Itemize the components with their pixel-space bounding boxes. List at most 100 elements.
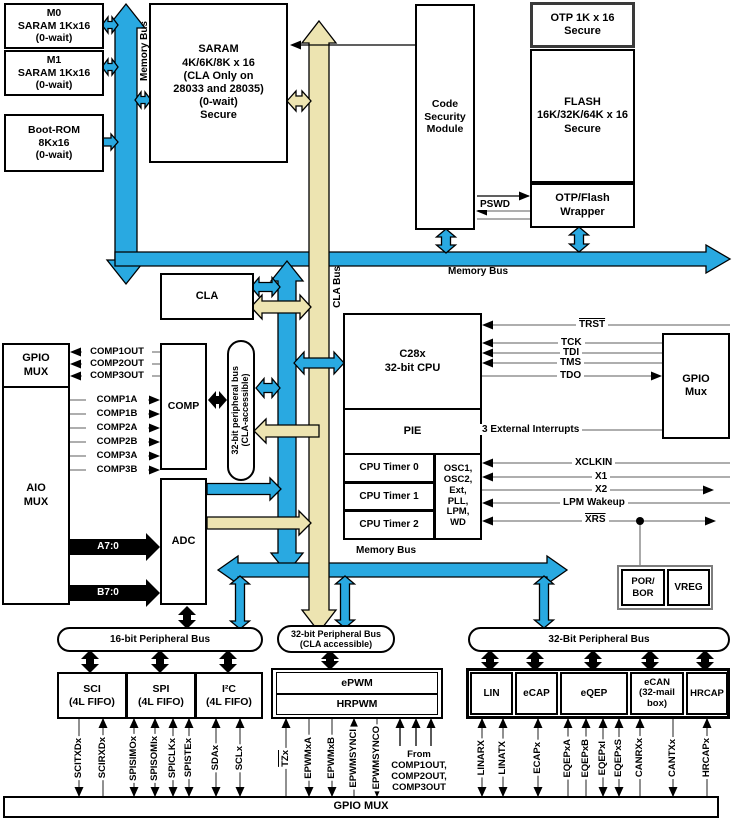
signal-arrowhead [149,451,160,461]
signal-label-wrap: SPISIMOx [126,720,142,796]
signal-label-wrap: EPWMSYNCI [346,720,362,796]
csm-saram-head [290,40,301,50]
block-gpio-mux-bottom: GPIO MUX [3,796,719,818]
signal-arrowhead [168,787,178,797]
signal-label-wrap: SCLx [232,720,248,796]
block-spi: SPI (4L FIFO) [126,672,196,719]
signal-label: EPWMxB [325,735,338,781]
a70-label: A7:0 [97,541,119,552]
cla-bus [300,19,338,634]
comp-in-label: COMP3B [86,464,148,475]
signal-arrowhead [668,787,678,797]
signal-arrowhead [533,787,543,797]
signal-arrowhead [477,718,487,728]
signal-arrowhead [150,718,160,728]
signal-arrowhead [149,437,160,447]
signal-arrowhead [70,347,81,357]
adc-clabus-arrow [206,509,312,537]
comp-in-label: COMP1A [86,394,148,405]
a70-arrow [70,533,160,561]
tms-head [482,358,493,368]
b70-arrow [70,579,160,607]
lpm-wakeup-label: LPM Wakeup [560,497,628,508]
signal-label: SPISOMIx [148,733,161,783]
memory-bus-top-label: Memory Bus [448,266,509,277]
comp-out-label: COMP1OUT [82,346,152,357]
signal-arrowhead [149,395,160,405]
wrapper-bus-arrow [567,226,591,253]
stadium-membus-arrow [255,376,281,400]
signal-label: ECAPx [531,740,544,776]
bus32-ecap-arrow [526,650,544,671]
adc-bus16-arrow [178,606,196,629]
block-m0-saram: M0 SARAM 1Kx16 (0-wait) [4,3,104,49]
tms-label: TMS [557,357,585,368]
signal-label: SCLx [233,743,246,773]
signal-label: SPISTEx [182,736,195,780]
signal-arrowhead [149,465,160,475]
signal-label-wrap: TZx [278,720,294,796]
signal-arrowhead [426,718,436,728]
signal-label: EQEPxB [579,736,592,780]
signal-arrowhead [614,718,624,728]
signal-label: CANTXx [666,736,679,779]
block-adc: ADC [160,478,207,605]
signal-label-wrap: HRCAPx [699,720,715,796]
signal-arrowhead [129,718,139,728]
saram-clabus-arrow [286,89,312,113]
tdi-head [482,348,493,358]
block-boot-rom: Boot-ROM 8Kx16 (0-wait) [4,114,104,172]
block-code-security-module: Code Security Module [415,4,475,230]
signal-arrowhead [281,718,291,728]
signal-arrowhead [70,371,81,381]
x2-head [703,485,714,495]
xrs-label: XRS [582,514,609,525]
xrs-junction-dot [636,517,644,525]
signal-label-wrap: EPWMxA [301,720,317,796]
signal-label-wrap: SPICLKx [165,720,181,796]
signal-label: SDAx [209,743,222,773]
signal-label-wrap: EPWMSYNCO [369,720,385,796]
signal-label: LINATX [496,739,509,777]
b70-label: B7:0 [97,587,119,598]
signal-arrowhead [235,787,245,797]
signal-label: EQEPxA [561,736,574,780]
signal-arrowhead [168,718,178,728]
comp-out-label: COMP3OUT [82,370,152,381]
trst-label: TRST [576,319,609,330]
block-aio-mux: AIO MUX [2,386,70,605]
signal-arrowhead [581,718,591,728]
block-vreg: VREG [667,569,710,606]
block-hrcap: HRCAP [686,672,728,715]
block-gpio-mux-left: GPIO MUX [2,343,70,388]
signal-arrowhead [211,787,221,797]
signal-arrowhead [498,787,508,797]
bus32-membus-arrow [532,575,556,629]
x1-head [482,472,493,482]
signal-arrowhead [477,787,487,797]
signal-label: EPWMSYNCI [347,726,360,790]
block-m1-saram: M1 SARAM 1Kx16 (0-wait) [4,50,104,96]
bus32cla-membus-arrow [333,575,357,629]
block-hrpwm: HRPWM [276,694,438,715]
signal-label: SCITXDx [72,735,85,781]
memory-bus-vertical-label-wrap: Memory Bus [136,8,152,94]
signal-label-wrap: SCITXDx [71,720,87,796]
signal-arrowhead [349,718,359,728]
signal-label-wrap: LINARX [474,720,490,796]
signal-label-wrap: SPISOMIx [147,720,163,796]
signal-arrowhead [598,787,608,797]
signal-label-wrap: EQEPxB [578,720,594,796]
signal-arrowhead [614,787,624,797]
block-cpu-timer2: CPU Timer 2 [343,510,435,540]
signal-arrowhead [327,787,337,797]
csm-bus-arrow [434,228,458,254]
signal-label: CANRXx [633,736,646,780]
signal-arrowhead [184,718,194,728]
xclkin-head [482,458,493,468]
signal-arrowhead [563,718,573,728]
from-comp-label: From COMP1OUT, COMP2OUT, COMP3OUT [391,749,447,793]
bus16-spi-arrow [151,650,169,673]
signal-arrowhead [129,787,139,797]
